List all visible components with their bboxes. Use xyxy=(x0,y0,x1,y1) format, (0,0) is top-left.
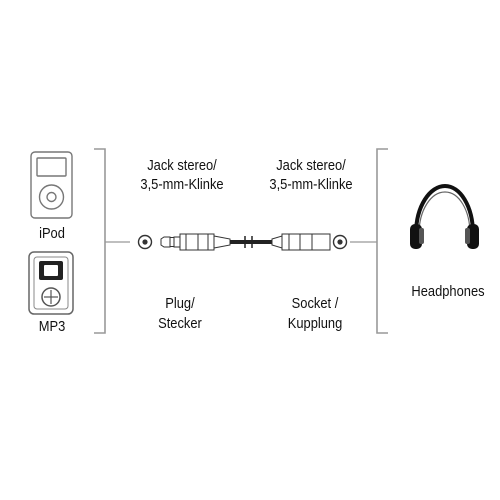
socket-type-line1: Jack stereo/ xyxy=(276,157,346,174)
socket-name-line1: Socket / xyxy=(291,295,339,312)
ipod-label: iPod xyxy=(39,225,65,242)
plug-type-line2: 3,5-mm-Klinke xyxy=(140,176,224,193)
headphones-icon xyxy=(410,183,479,249)
left-bracket xyxy=(94,148,106,334)
right-bracket xyxy=(376,148,388,334)
mp3-label: MP3 xyxy=(38,318,66,335)
plug-port-ring xyxy=(137,234,153,250)
socket-name-line2: Kupplung xyxy=(287,315,343,332)
jack-plug-icon xyxy=(160,233,231,251)
cable xyxy=(230,236,272,248)
socket-port-ring xyxy=(332,234,348,250)
plug-type-line1: Jack stereo/ xyxy=(147,157,217,174)
jack-socket-icon xyxy=(271,233,331,251)
socket-type-line2: 3,5-mm-Klinke xyxy=(269,176,353,193)
mp3-player-icon xyxy=(28,251,74,315)
plug-name-line2: Stecker xyxy=(158,315,202,332)
ipod-icon xyxy=(30,151,73,219)
headphones-label: Headphones xyxy=(411,283,485,300)
plug-name-line1: Plug/ xyxy=(165,295,195,312)
